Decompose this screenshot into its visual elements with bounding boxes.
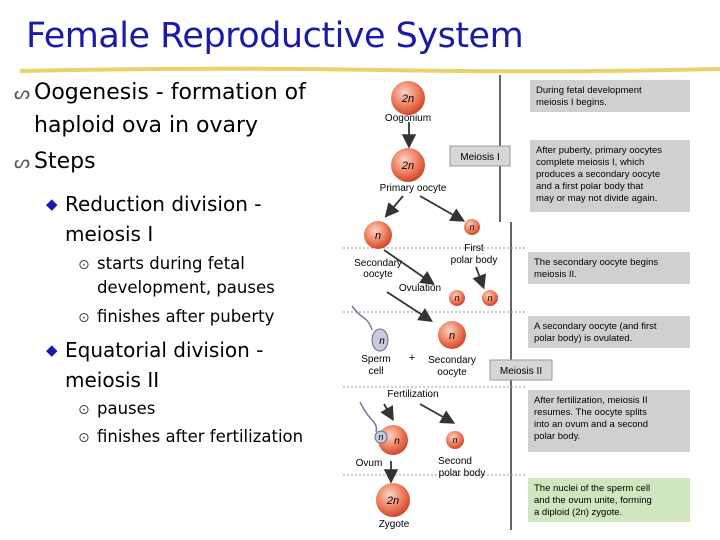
circle-bullet-icon: ⊙ xyxy=(78,310,90,326)
first-polar-body-label-1: First xyxy=(464,243,484,254)
first-polar-body-label-2: polar body xyxy=(451,255,498,266)
svg-text:a diploid (2n) zygote.: a diploid (2n) zygote. xyxy=(534,507,622,518)
svg-text:After fertilization, meiosis I: After fertilization, meiosis II xyxy=(534,395,648,406)
item-pauses: pauses xyxy=(97,399,156,418)
secondary-oocyte-cell-2: n xyxy=(438,321,466,349)
bullet-oogenesis-line1: Oogenesis - formation of xyxy=(34,80,306,105)
circle-bullet-icon: ⊙ xyxy=(78,257,90,273)
svg-text:2n: 2n xyxy=(401,93,414,105)
ovulation-label: Ovulation xyxy=(399,283,441,294)
note-fetal-development: During fetal development meiosis I begin… xyxy=(530,80,690,112)
svg-text:n: n xyxy=(379,336,385,347)
circle-bullet-icon: ⊙ xyxy=(78,402,90,418)
ovulated-polar-body-1: n xyxy=(449,290,465,306)
note-secondary-begins: The secondary oocyte begins meiosis II. xyxy=(528,252,690,284)
svg-text:meiosis I begins.: meiosis I begins. xyxy=(536,97,607,108)
svg-text:into an ovum and a second: into an ovum and a second xyxy=(534,419,648,430)
swirl-bullet-icon: ᔕ xyxy=(14,83,31,104)
svg-text:n: n xyxy=(452,435,457,445)
plus-sign: + xyxy=(409,352,415,364)
diamond-bullet-icon: ◆ xyxy=(46,195,58,213)
ovum-label: Ovum xyxy=(356,458,383,469)
oogonium-label: Oogonium xyxy=(385,113,431,124)
svg-text:n: n xyxy=(394,436,400,447)
sub-equatorial-line1: Equatorial division - xyxy=(65,338,264,362)
item-finishes-puberty: finishes after puberty xyxy=(97,307,275,326)
svg-text:n: n xyxy=(487,293,492,303)
first-polar-body-cell: n xyxy=(464,219,480,235)
bullet-steps: Steps xyxy=(34,149,96,174)
svg-text:produces a secondary oocyte: produces a secondary oocyte xyxy=(536,169,660,180)
svg-text:may or may not divide again.: may or may not divide again. xyxy=(536,193,657,204)
diamond-bullet-icon: ◆ xyxy=(46,341,58,359)
note-after-fertilization: After fertilization, meiosis II resumes.… xyxy=(528,390,690,452)
title-underline xyxy=(20,66,720,74)
secondary-oocyte-cell: n xyxy=(364,221,392,249)
note-zygote: The nuclei of the sperm cell and the ovu… xyxy=(528,478,690,522)
svg-text:n: n xyxy=(375,230,381,242)
note-after-puberty: After puberty, primary oocytes complete … xyxy=(530,140,690,212)
primary-oocyte-cell: 2n xyxy=(391,148,425,182)
slide-title: Female Reproductive System xyxy=(26,16,524,56)
svg-text:Meiosis I: Meiosis I xyxy=(460,152,499,163)
secondary-oocyte-2-label-1: Secondary xyxy=(428,355,476,366)
svg-text:n: n xyxy=(378,432,383,442)
swirl-bullet-icon: ᔕ xyxy=(14,152,31,173)
svg-text:Meiosis II: Meiosis II xyxy=(500,366,542,377)
second-polar-body-label-1: Second xyxy=(438,456,472,467)
sperm-label-2: cell xyxy=(368,366,383,377)
second-polar-body-label-2: polar body xyxy=(439,468,486,479)
meiosis1-label-box: Meiosis I xyxy=(449,145,511,167)
note-ovulated: A secondary oocyte (and first polar body… xyxy=(528,316,690,348)
ovum-cell: n n xyxy=(359,401,408,455)
svg-text:resumes. The oocyte splits: resumes. The oocyte splits xyxy=(534,407,647,418)
secondary-oocyte-2-label-2: oocyte xyxy=(437,367,467,378)
svg-text:After puberty, primary oocytes: After puberty, primary oocytes xyxy=(536,145,662,156)
svg-text:meiosis II.: meiosis II. xyxy=(534,269,577,280)
primary-oocyte-label: Primary oocyte xyxy=(380,183,447,194)
meiosis2-label-box: Meiosis II xyxy=(489,359,553,381)
svg-text:n: n xyxy=(449,330,455,342)
fertilization-label: Fertilization xyxy=(387,389,438,400)
svg-text:complete meiosis I, which: complete meiosis I, which xyxy=(536,157,644,168)
oogonium-cell: 2n xyxy=(391,81,425,115)
item-finishes-fertilization: finishes after fertilization xyxy=(97,427,304,446)
secondary-oocyte-label-1: Secondary xyxy=(354,258,402,269)
svg-text:The nuclei of the sperm cell: The nuclei of the sperm cell xyxy=(534,483,650,494)
zygote-label: Zygote xyxy=(379,519,410,530)
svg-text:During fetal development: During fetal development xyxy=(536,85,642,96)
item-starts-line1: starts during fetal xyxy=(97,254,245,273)
svg-text:The secondary oocyte begins: The secondary oocyte begins xyxy=(534,257,658,268)
sub-reduction-line1: Reduction division - xyxy=(65,192,262,216)
svg-text:n: n xyxy=(469,222,474,232)
sperm-label-1: Sperm xyxy=(361,354,390,365)
svg-text:n: n xyxy=(454,293,459,303)
item-starts-line2: development, pauses xyxy=(97,278,275,297)
svg-text:polar body.: polar body. xyxy=(534,431,580,442)
svg-text:polar body) is ovulated.: polar body) is ovulated. xyxy=(534,333,632,344)
svg-text:A secondary oocyte (and first: A secondary oocyte (and first xyxy=(534,321,657,332)
secondary-oocyte-label-2: oocyte xyxy=(363,269,393,280)
zygote-cell: 2n xyxy=(376,483,410,517)
svg-text:2n: 2n xyxy=(386,495,399,507)
svg-text:and the ovum unite, forming: and the ovum unite, forming xyxy=(534,495,652,506)
flow-arrows xyxy=(380,122,487,484)
second-polar-body-cell: n xyxy=(446,431,464,449)
svg-text:2n: 2n xyxy=(401,160,414,172)
circle-bullet-icon: ⊙ xyxy=(78,430,90,446)
svg-text:and a first polar body that: and a first polar body that xyxy=(536,181,644,192)
ovulated-polar-body-2: n xyxy=(482,290,498,306)
sperm-cell-icon: n xyxy=(351,305,389,352)
sub-equatorial-line2: meiosis II xyxy=(65,368,160,392)
bullet-oogenesis-line2: haploid ova in ovary xyxy=(34,113,259,138)
sub-reduction-line2: meiosis I xyxy=(65,222,154,246)
